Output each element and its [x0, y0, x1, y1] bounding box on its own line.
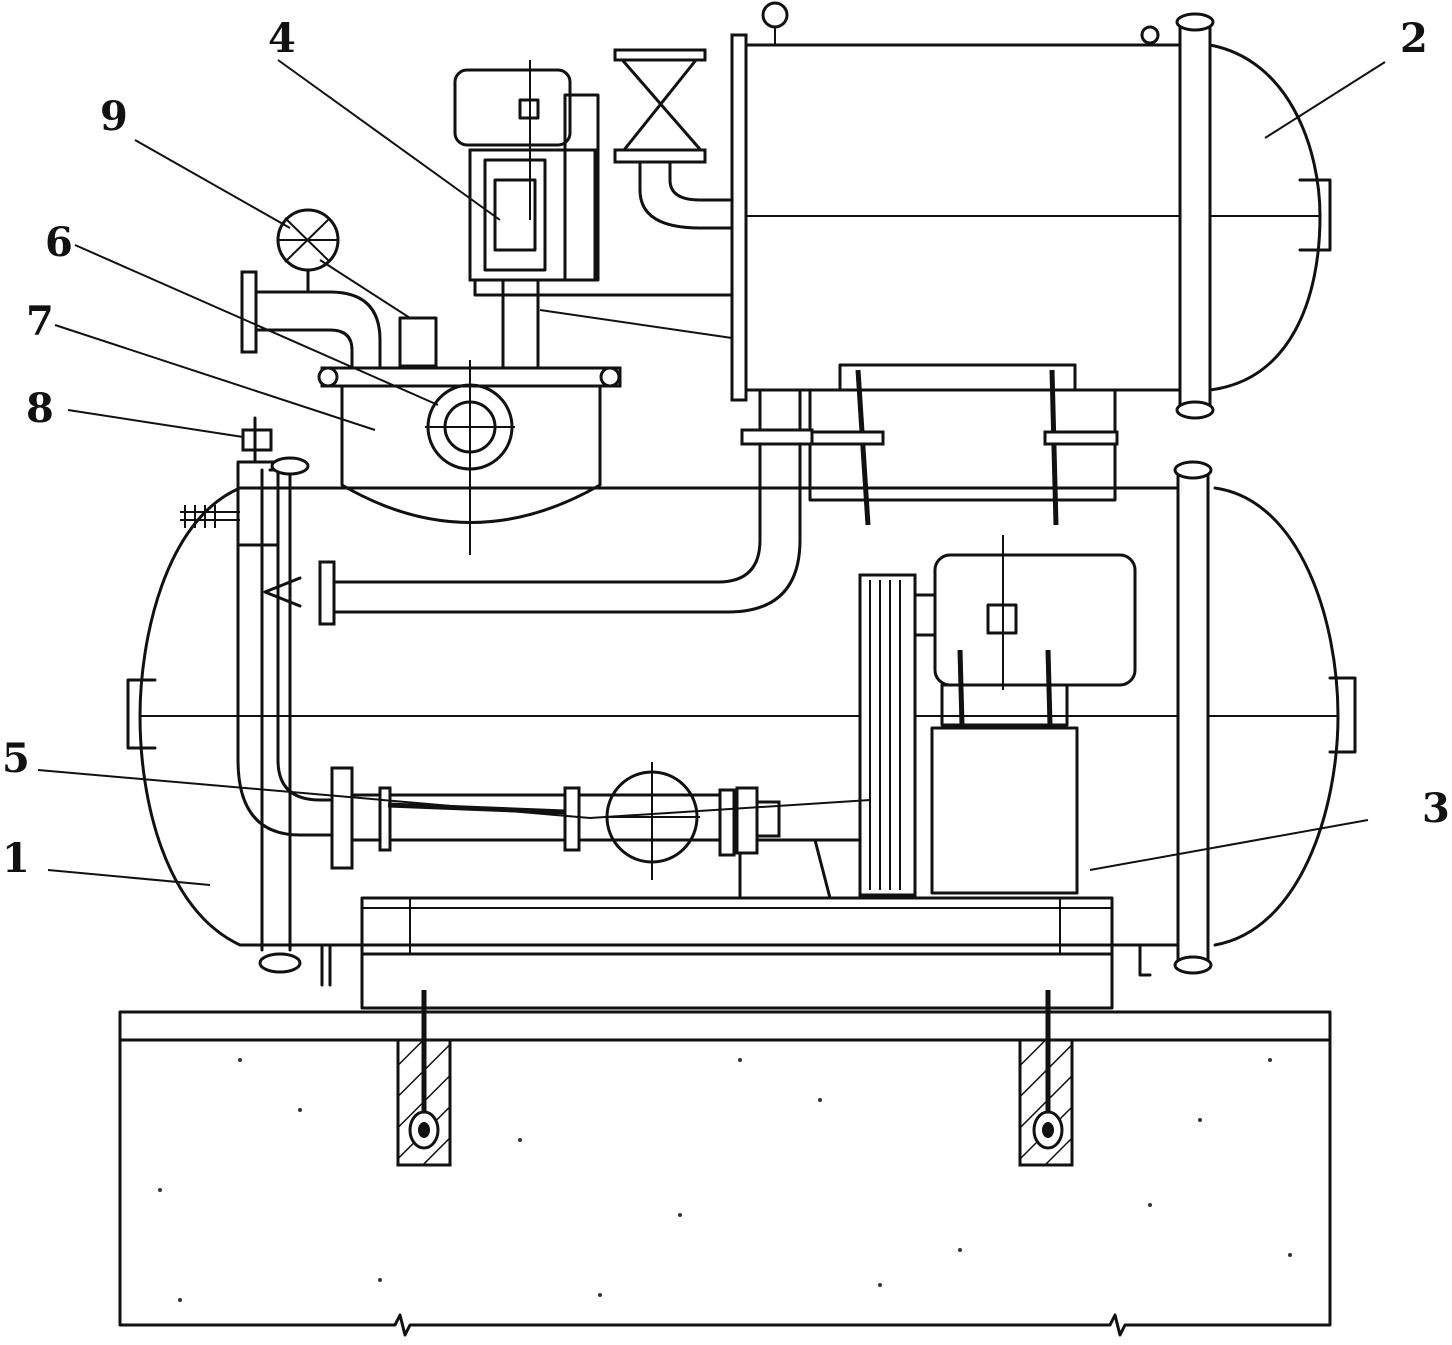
tank-supports [803, 363, 1119, 526]
label-2: 2 [1400, 15, 1428, 62]
label-5: 5 [2, 735, 30, 782]
drive-motor [858, 535, 1137, 897]
foundation [118, 990, 1332, 1337]
vertical-side-pipe [180, 416, 337, 974]
lower-tank [126, 460, 1357, 987]
label-1: 1 [2, 835, 30, 882]
concrete-texture [158, 1058, 1292, 1302]
hand-wheel-valve [276, 208, 340, 294]
leader-lines [37, 59, 1386, 886]
filter-chamber [317, 360, 622, 555]
label-6: 6 [45, 219, 73, 266]
vacuum-pump-unit [453, 60, 734, 370]
label-3: 3 [1422, 785, 1450, 832]
butterfly-valve [613, 48, 734, 230]
inlet-pipe [240, 259, 438, 370]
part-labels: 4 2 9 6 7 8 5 3 1 [2, 15, 1450, 882]
anchor-bolt-left [408, 990, 440, 1150]
label-4: 4 [268, 15, 296, 62]
label-7: 7 [26, 298, 54, 345]
base-frame [360, 896, 1114, 1010]
label-9: 9 [100, 93, 128, 140]
circulation-line [330, 762, 862, 900]
connecting-pipe [263, 388, 814, 626]
upper-tank [730, 1, 1332, 420]
anchor-bolt-right [1032, 990, 1064, 1150]
label-8: 8 [26, 385, 54, 432]
